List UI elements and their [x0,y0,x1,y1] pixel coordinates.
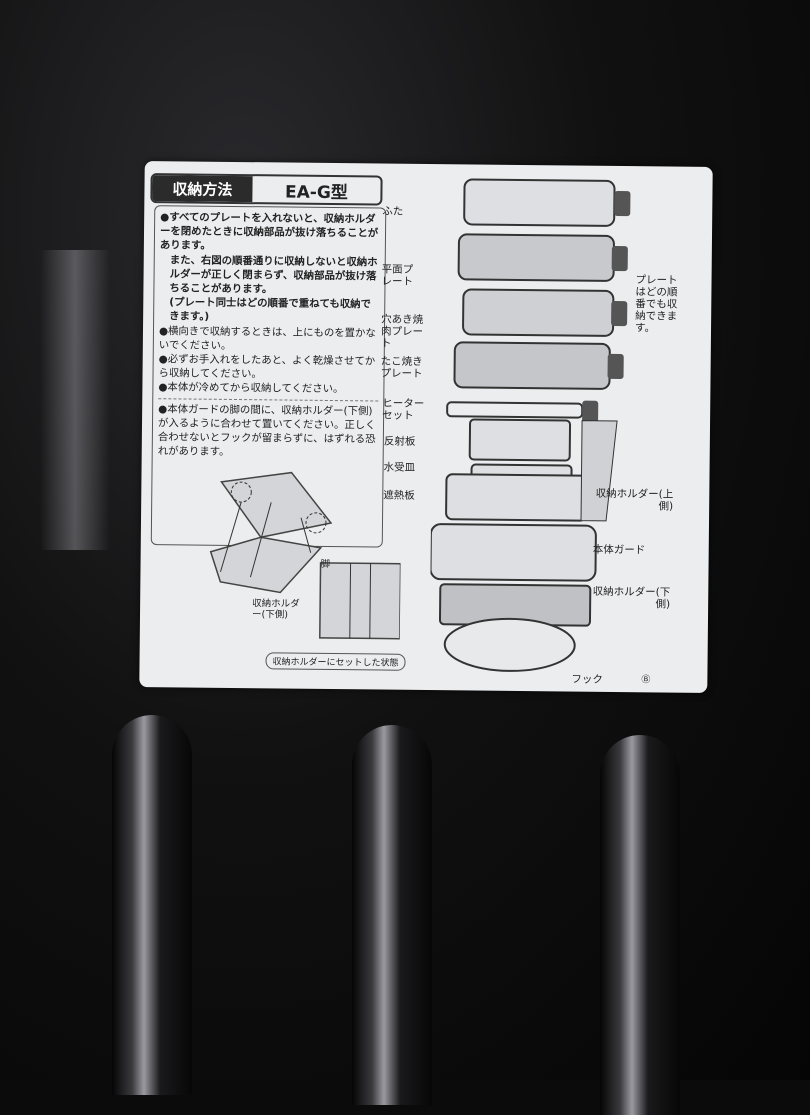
part-drip-tray-label: 水受皿 [383,461,416,474]
part-perforated-plate-label: 穴あき焼肉プレート [380,313,424,350]
label-title-bar: 収納方法 EA-G型 [150,173,383,206]
part-holder-upper-label: 収納ホルダー(上側) [595,487,674,513]
plate-order-note: プレートはどの順番でも収納できます。 [634,274,678,335]
holder-placement-diagram [209,471,402,640]
note: ●すべてのプレートを入れないと、収納ホルダーを閉めたときに収納部品が抜け落ちるこ… [159,211,379,253]
holder-lower-label: 収納ホルダー(下側) [251,598,300,621]
reflection [40,250,110,550]
part-takoyaki-plate-label: たこ焼きプレート [380,355,423,380]
diagram-caption: 収納ホルダーにセットした状態 [265,652,406,671]
part-heat-shield-label: 遮熱板 [383,489,415,502]
exploded-parts-diagram [429,178,631,672]
note: (プレート同士はどの順番で重ねても収納できます。) [169,296,371,324]
appliance-rib [600,735,680,1115]
leg-label: 脚 [320,558,331,571]
part-lid-label: ふた [382,205,404,218]
note: ●必ずお手入れをしたあと、よく乾燥させてから収納してください。 [158,353,376,381]
appliance-rib [112,715,192,1095]
part-hook-label: フック [571,673,603,686]
part-reflector-label: 反射板 [383,435,416,448]
note: また、右図の順番通りに収納しないと収納ホルダーが正しく閉まらず、収納部品が抜け落… [169,253,378,296]
part-holder-lower-label: 収納ホルダー(下側) [592,585,671,611]
mark-b: Ⓑ [641,675,651,686]
model-name: EA-G型 [284,182,348,203]
storage-instruction-label: 収納方法 EA-G型 ●すべてのプレートを入れないと、収納ホルダーを閉めたときに… [139,161,713,693]
note: ●本体ガードの脚の間に、収納ホルダー(下側)が入るように合わせて置いてください。… [157,402,376,459]
note: ●本体が冷めてから収納してください。 [158,381,344,396]
part-body-guard-label: 本体ガード [592,543,646,557]
note: ●横向きで収納するときは、上にものを置かないでください。 [158,324,376,352]
appliance-rib [352,725,432,1105]
part-flat-plate-label: 平面プレート [381,263,414,288]
label-title: 収納方法 [152,175,253,203]
divider [158,397,379,402]
part-heater-set-label: ヒーターセット [382,397,425,422]
